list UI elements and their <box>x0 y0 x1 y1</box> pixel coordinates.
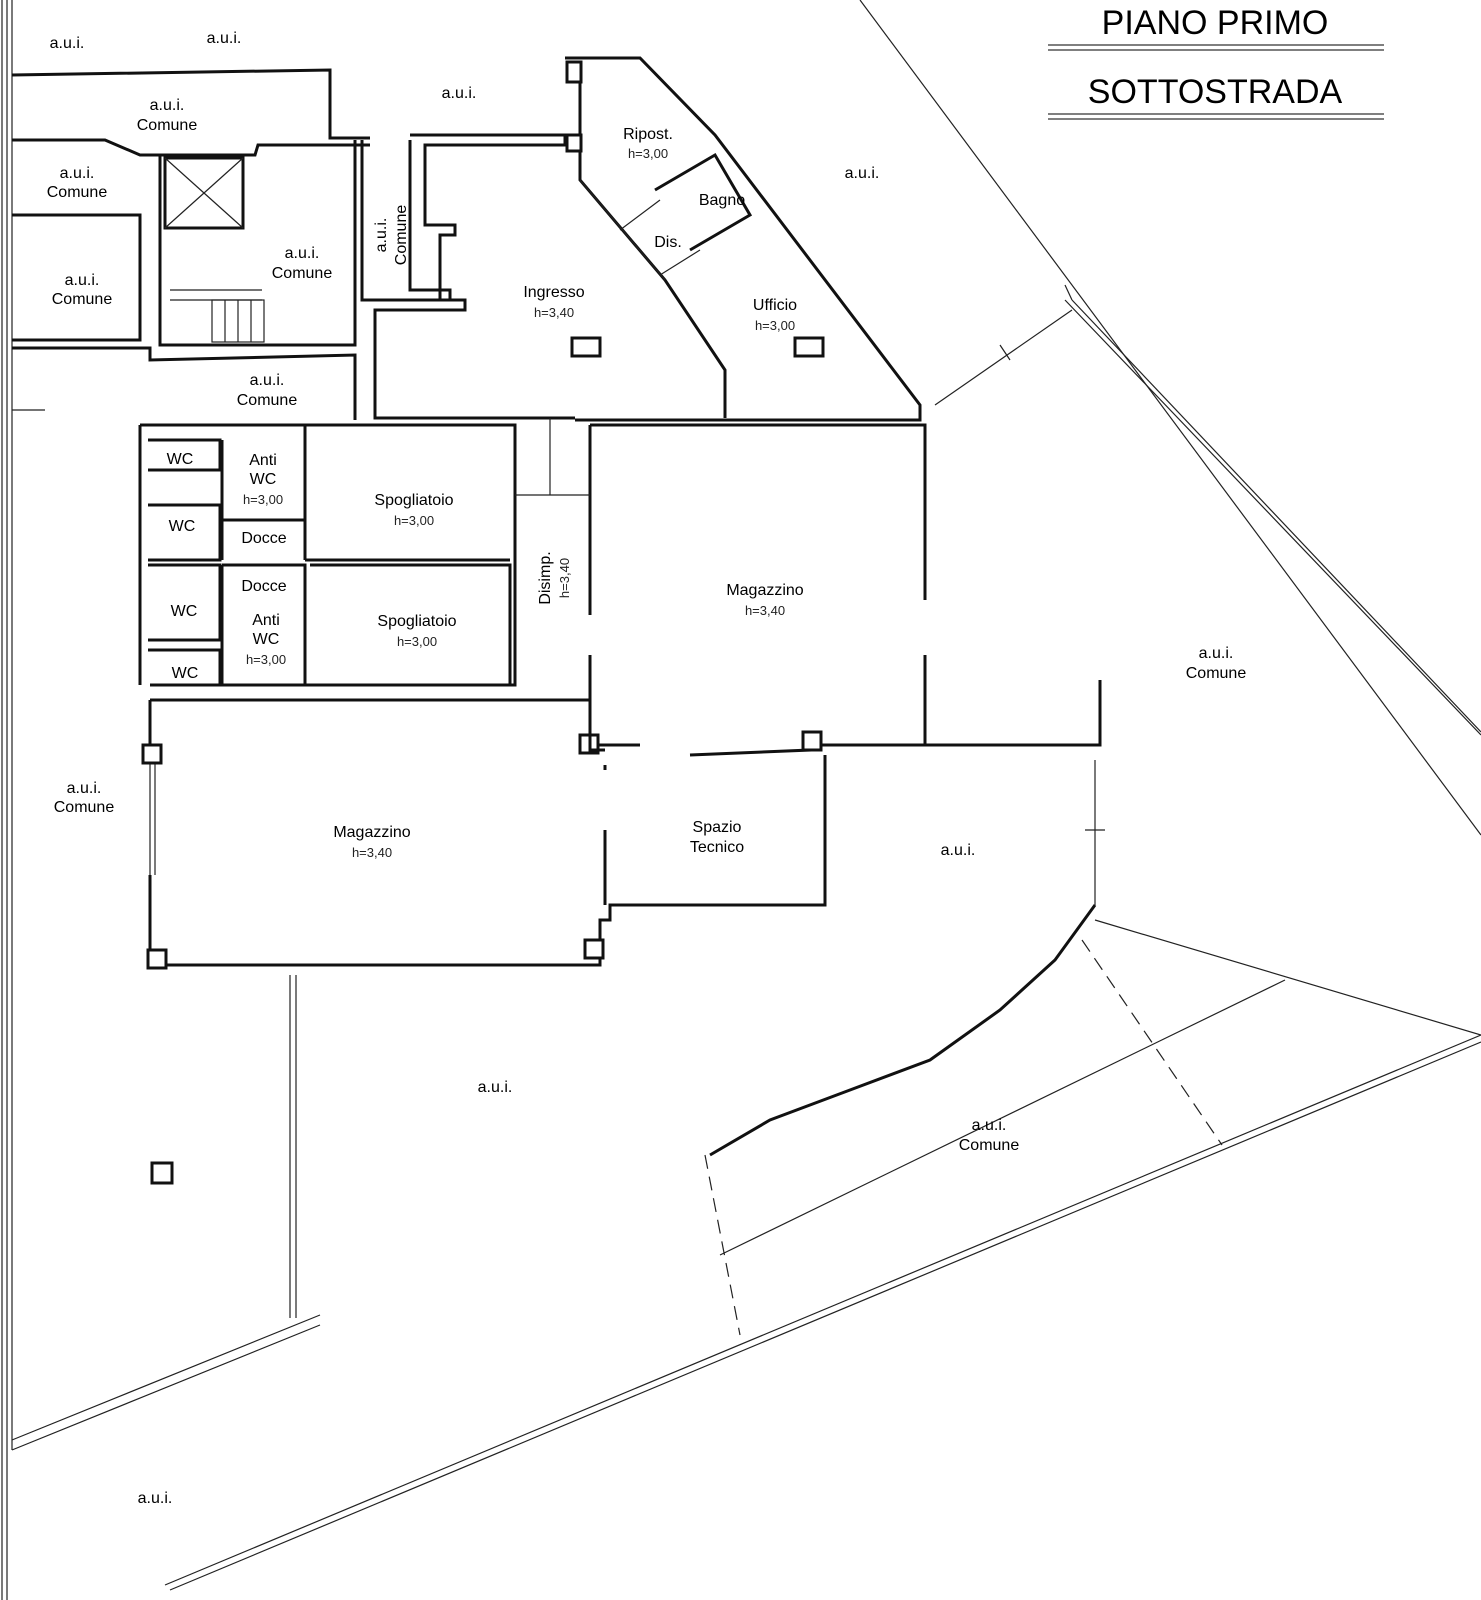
label-magazzino: Magazzino <box>726 582 803 599</box>
label-comune: Comune <box>52 291 113 308</box>
label-aui: a.u.i. <box>50 35 85 52</box>
label-height: h=3,40 <box>557 558 572 598</box>
label-aui: a.u.i. <box>150 97 185 114</box>
label-wc: WC <box>172 665 199 682</box>
label-comune: Comune <box>272 265 333 282</box>
label-aui: a.u.i. <box>207 30 242 47</box>
label-bagno: Bagno <box>699 192 745 209</box>
services-block <box>138 418 592 687</box>
label-height: h=3,00 <box>394 513 434 528</box>
label-wc: WC <box>169 518 196 535</box>
label-comune: Comune <box>47 184 108 201</box>
label-ingresso: Ingresso <box>523 284 584 301</box>
label-height: h=3,00 <box>397 634 437 649</box>
title-block: PIANO PRIMO SOTTOSTRADA <box>1048 4 1384 120</box>
label-wc: WC <box>253 631 280 648</box>
right-lower-area <box>150 760 1481 1336</box>
label-docce: Docce <box>241 530 286 547</box>
label-aui: a.u.i. <box>65 272 100 289</box>
warehouse-lower <box>141 698 827 970</box>
label-height: h=3,00 <box>246 652 286 667</box>
label-aui: a.u.i. <box>60 165 95 182</box>
label-aui: a.u.i. <box>138 1490 173 1507</box>
label-comune: Comune <box>393 205 410 266</box>
label-aui: a.u.i. <box>250 372 285 389</box>
label-wc: WC <box>171 603 198 620</box>
label-ripost: Ripost. <box>623 126 673 143</box>
label-height: h=3,00 <box>243 492 283 507</box>
label-comune: Comune <box>137 117 198 134</box>
label-comune: Comune <box>959 1137 1020 1154</box>
label-aui: a.u.i. <box>373 218 390 253</box>
label-aui: a.u.i. <box>285 245 320 262</box>
label-dis: Dis. <box>654 234 682 251</box>
label-aui: a.u.i. <box>941 842 976 859</box>
label-ufficio: Ufficio <box>753 297 797 314</box>
label-aui: a.u.i. <box>478 1079 513 1096</box>
label-aui: a.u.i. <box>67 780 102 797</box>
label-height: h=3,00 <box>755 318 795 333</box>
label-height: h=3,40 <box>745 603 785 618</box>
top-left-block <box>11 68 452 420</box>
label-height: h=3,40 <box>534 305 574 320</box>
warehouse-upper <box>578 423 1102 757</box>
entrance-block <box>373 56 922 422</box>
label-anti: Anti <box>252 612 280 629</box>
label-height: h=3,00 <box>628 146 668 161</box>
label-tecnico: Tecnico <box>690 839 744 856</box>
title-line-1: PIANO PRIMO <box>1102 4 1329 42</box>
label-comune: Comune <box>237 392 298 409</box>
label-aui: a.u.i. <box>442 85 477 102</box>
label-wc: WC <box>167 451 194 468</box>
label-comune: Comune <box>1186 665 1247 682</box>
label-comune: Comune <box>54 799 115 816</box>
label-magazzino: Magazzino <box>333 824 410 841</box>
label-spogliatoio: Spogliatoio <box>377 613 456 630</box>
room-labels: a.u.i. a.u.i. a.u.i. Comune a.u.i. a.u.i… <box>47 30 1247 1507</box>
label-spogliatoio: Spogliatoio <box>374 492 453 509</box>
label-spazio: Spazio <box>693 819 742 836</box>
corridor-lines <box>934 284 1073 406</box>
label-anti: Anti <box>249 452 277 469</box>
title-line-2: SOTTOSTRADA <box>1088 73 1343 111</box>
label-aui: a.u.i. <box>845 165 880 182</box>
label-wc: WC <box>250 471 277 488</box>
label-disimp: Disimp. <box>537 551 554 604</box>
label-docce: Docce <box>241 578 286 595</box>
label-aui: a.u.i. <box>972 1117 1007 1134</box>
label-aui: a.u.i. <box>1199 645 1234 662</box>
label-height: h=3,40 <box>352 845 392 860</box>
